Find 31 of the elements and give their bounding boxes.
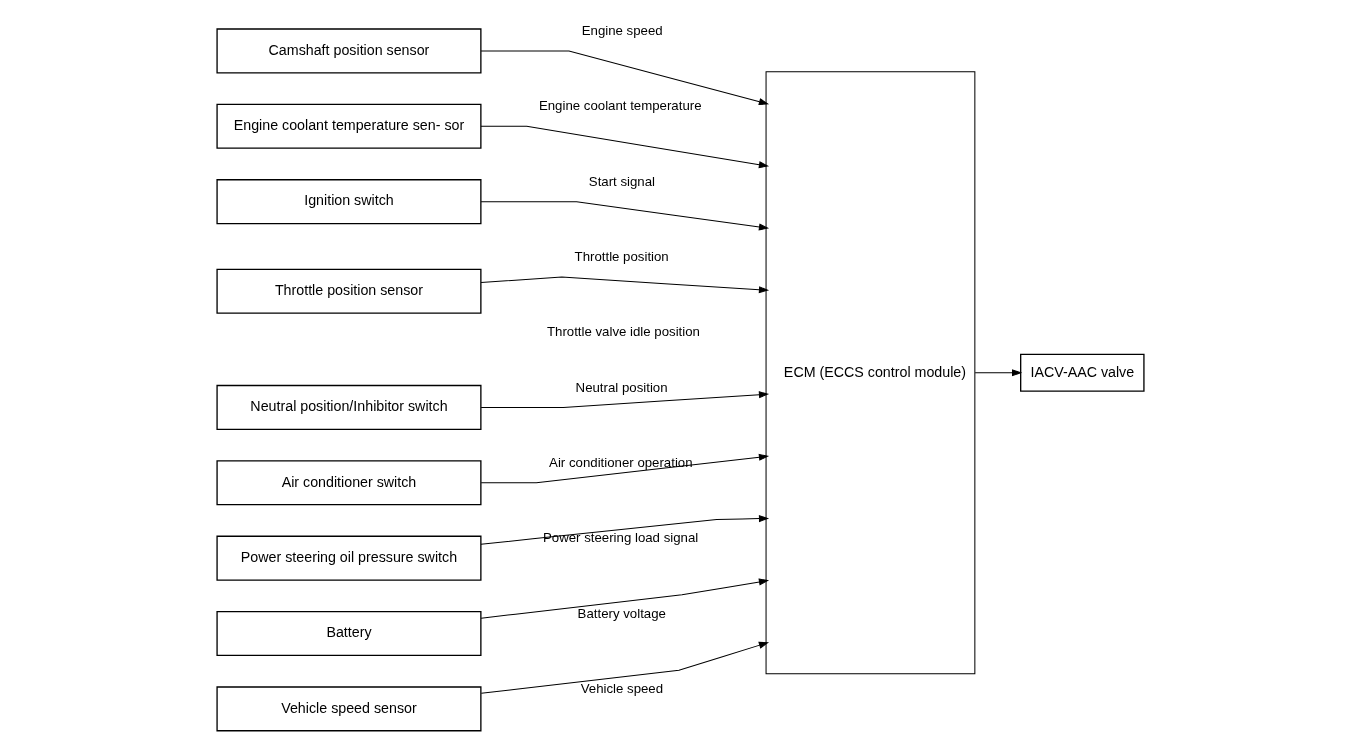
arrow bbox=[480, 276, 770, 294]
node-box: IACV-AAC valve bbox=[1020, 353, 1145, 392]
arrow bbox=[480, 578, 770, 619]
node-box: Vehicle speed sensor bbox=[216, 686, 482, 732]
edge-label: Power steering load signal bbox=[543, 530, 699, 546]
node-box: Power steering oil pressure switch bbox=[216, 535, 482, 581]
arrow bbox=[480, 125, 770, 169]
node-box: Neutral position/Inhibitor switch bbox=[216, 384, 482, 430]
node-box: ECM (ECCS control module) bbox=[765, 71, 976, 675]
arrow bbox=[480, 50, 770, 106]
node-box: Air conditioner switch bbox=[216, 460, 482, 506]
node-box: Ignition switch bbox=[216, 179, 482, 225]
edge-label: Engine speed bbox=[581, 23, 663, 39]
label: Throttle valve idle position bbox=[546, 323, 700, 339]
arrow bbox=[480, 201, 770, 231]
node-box: Camshaft position sensor bbox=[216, 28, 482, 74]
arrow bbox=[480, 515, 770, 545]
edge-label: Start signal bbox=[588, 173, 656, 189]
arrow bbox=[480, 391, 770, 408]
arrow bbox=[480, 641, 770, 694]
edge-label: Engine coolant temperature bbox=[538, 98, 702, 114]
edge-label: Throttle position bbox=[574, 249, 669, 265]
node-box: Engine coolant temperature sen- sor bbox=[216, 103, 482, 149]
arrow bbox=[974, 369, 1023, 377]
edge-label: Vehicle speed bbox=[580, 681, 664, 696]
arrow bbox=[480, 453, 770, 484]
edge-label: Neutral position bbox=[575, 379, 668, 395]
node-box: Throttle position sensor bbox=[216, 268, 482, 314]
node-box: Battery bbox=[216, 610, 482, 657]
edge-label: Air conditioner operation bbox=[549, 454, 693, 470]
edge-label: Battery voltage bbox=[577, 605, 666, 621]
